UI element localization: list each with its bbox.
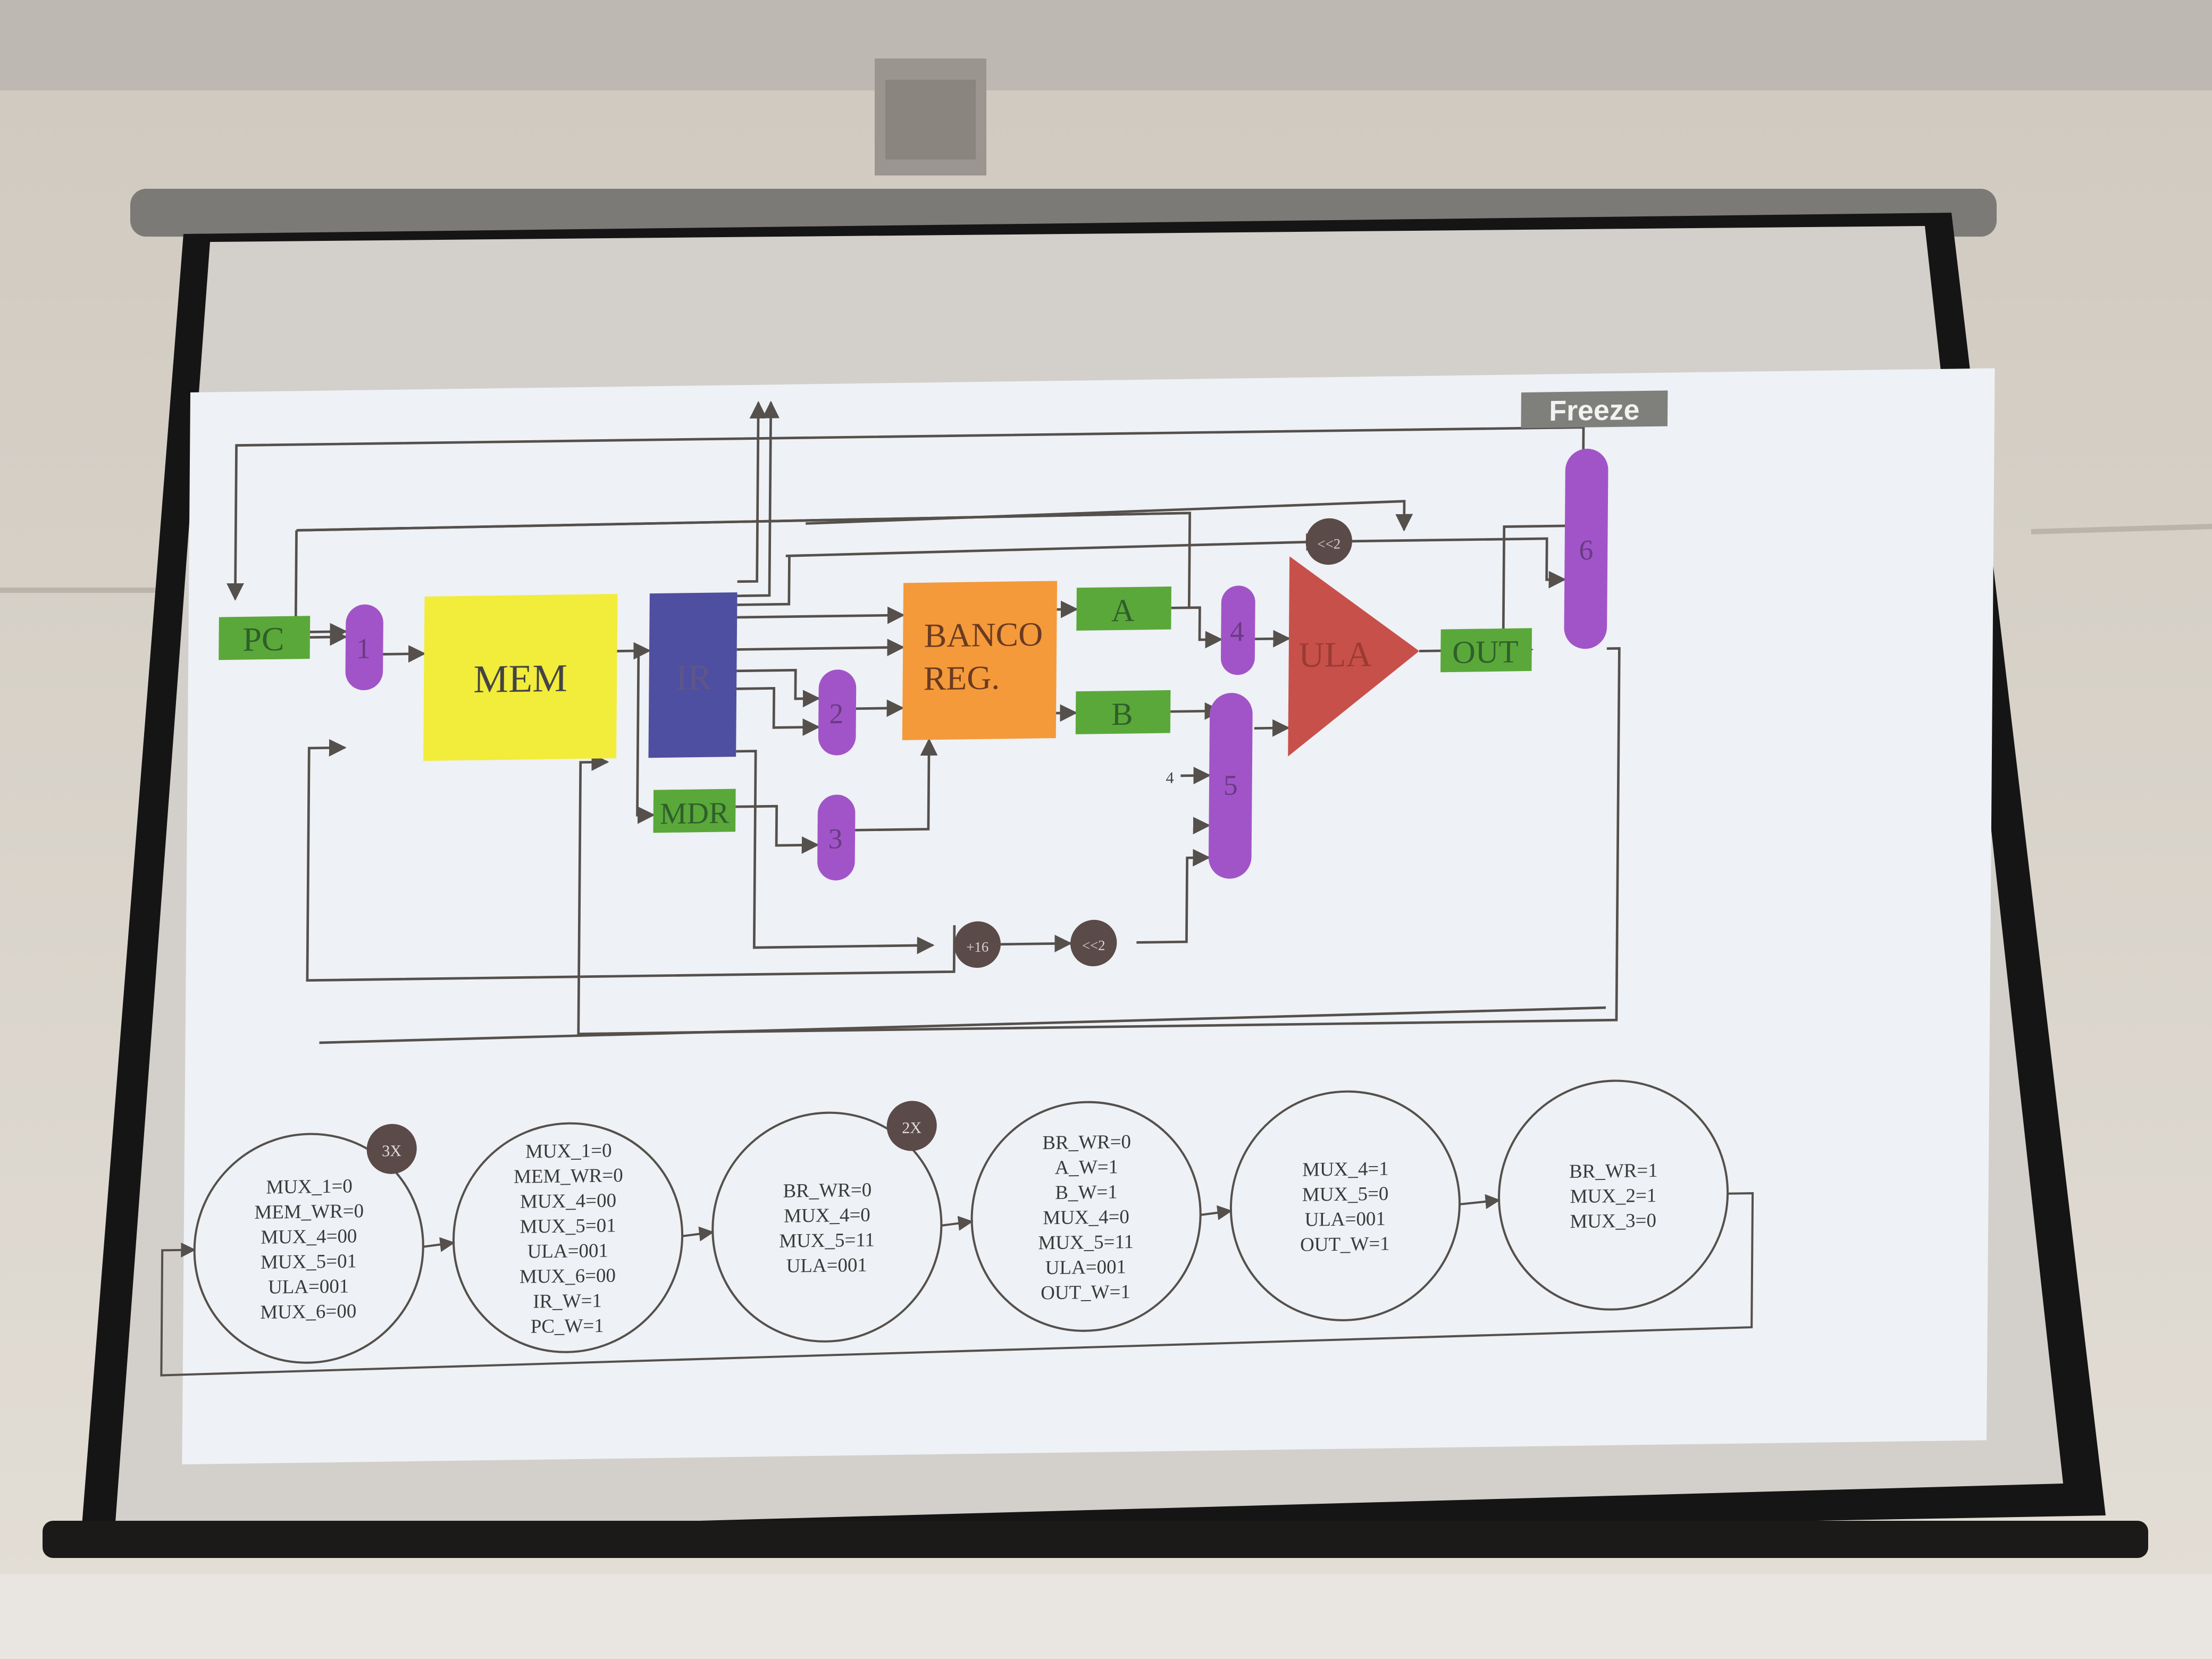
- state-2-line: MEM_WR=0: [514, 1164, 623, 1187]
- sign-extend-16: +16: [954, 921, 1001, 968]
- state-1-line: MUX_1=0: [266, 1175, 353, 1197]
- shift-top-label: <<2: [1317, 536, 1340, 552]
- b-register: B: [1075, 690, 1171, 734]
- state-6-line: MUX_2=1: [1570, 1184, 1657, 1207]
- out-label: OUT: [1452, 634, 1519, 671]
- mdr-register: MDR: [653, 789, 736, 833]
- state-4-line: B_W=1: [1055, 1180, 1118, 1203]
- state-4-line: MUX_4=0: [1043, 1205, 1129, 1228]
- state-2-line: IR_W=1: [533, 1289, 602, 1312]
- state-machine: [160, 1079, 1754, 1377]
- ir-label: IR: [676, 657, 712, 698]
- state-3-line: ULA=001: [786, 1254, 868, 1277]
- mux-2: 2: [818, 669, 857, 756]
- state-badges: 3X 2X: [366, 1101, 937, 1174]
- banco-label-line2: REG.: [923, 658, 1000, 697]
- freeze-label[interactable]: Freeze: [1549, 394, 1640, 427]
- state-4-line: OUT_W=1: [1041, 1280, 1130, 1303]
- projector-mount: [875, 58, 986, 175]
- constant-four-label: 4: [1166, 769, 1174, 787]
- state-2-line: MUX_6=00: [520, 1264, 616, 1287]
- state-6-line: BR_WR=1: [1569, 1159, 1658, 1182]
- mux-6: 6: [1564, 448, 1608, 649]
- state-2-line: MUX_1=0: [525, 1139, 612, 1162]
- mux-5-label: 5: [1224, 769, 1238, 801]
- mux-3: 3: [817, 794, 856, 881]
- mdr-label: MDR: [660, 797, 730, 831]
- state-3-line: MUX_5=11: [779, 1228, 875, 1251]
- state-5-line: MUX_4=1: [1302, 1158, 1389, 1180]
- state-texts: MUX_1=0MEM_WR=0MUX_4=00MUX_5=01ULA=001MU…: [254, 1130, 1658, 1337]
- mux-5: 5: [1208, 693, 1253, 879]
- state-4-line: ULA=001: [1045, 1255, 1127, 1278]
- ula-alu: ULA: [1288, 556, 1420, 757]
- mux-2-label: 2: [829, 698, 843, 730]
- ir-register: IR: [648, 592, 738, 758]
- a-label: A: [1111, 593, 1135, 629]
- state-2-line: PC_W=1: [531, 1314, 604, 1337]
- banco-reg-block: BANCO REG.: [902, 581, 1058, 741]
- state-1-line: ULA=001: [268, 1275, 349, 1298]
- mux-1: 1: [345, 604, 383, 691]
- state-2-line: ULA=001: [527, 1239, 609, 1262]
- state-1-line: MUX_6=00: [260, 1300, 356, 1322]
- projected-slide: PC MEM IR MDR BANCO REG. A B ULA: [160, 368, 1995, 1465]
- mem-block: MEM: [423, 593, 618, 761]
- shift-bottom-label: <<2: [1082, 937, 1105, 954]
- state-4-line: MUX_5=11: [1038, 1230, 1134, 1253]
- mux-1-label: 1: [356, 632, 371, 664]
- pc-label: PC: [242, 620, 284, 658]
- pc-register: PC: [219, 616, 311, 660]
- banco-label-line1: BANCO: [924, 615, 1043, 655]
- mux-3-label: 3: [828, 823, 842, 854]
- state-6-line: MUX_3=0: [1570, 1209, 1656, 1232]
- freeze-banner[interactable]: Freeze: [1521, 390, 1668, 429]
- state-3-line: BR_WR=0: [783, 1178, 872, 1201]
- b-label: B: [1111, 697, 1133, 733]
- state-2-line: MUX_5=01: [520, 1214, 616, 1237]
- a-register: A: [1076, 586, 1171, 631]
- out-register: OUT: [1440, 628, 1532, 673]
- sign-extend-label: +16: [966, 939, 988, 956]
- state-4-line: BR_WR=0: [1042, 1130, 1131, 1153]
- state-1-badge: 3X: [382, 1142, 401, 1160]
- state-1-line: MEM_WR=0: [254, 1200, 364, 1223]
- state-3-line: MUX_4=0: [784, 1204, 870, 1227]
- state-3-badge: 2X: [902, 1119, 921, 1137]
- state-5-line: MUX_5=0: [1302, 1183, 1389, 1205]
- state-5-line: OUT_W=1: [1300, 1233, 1390, 1255]
- mux-4: 4: [1221, 585, 1255, 675]
- state-4-line: A_W=1: [1055, 1155, 1119, 1178]
- mux-4-label: 4: [1230, 615, 1244, 647]
- state-1-line: MUX_4=00: [261, 1225, 357, 1247]
- shift-left-2-bottom: <<2: [1070, 919, 1117, 967]
- mux-6-label: 6: [1579, 534, 1593, 566]
- ula-label: ULA: [1298, 634, 1372, 675]
- state-2-line: MUX_4=00: [520, 1189, 616, 1212]
- state-5-line: ULA=001: [1304, 1208, 1386, 1230]
- state-1-line: MUX_5=01: [261, 1250, 357, 1272]
- mem-label: MEM: [473, 656, 567, 701]
- shift-left-2-top: <<2: [1305, 518, 1352, 565]
